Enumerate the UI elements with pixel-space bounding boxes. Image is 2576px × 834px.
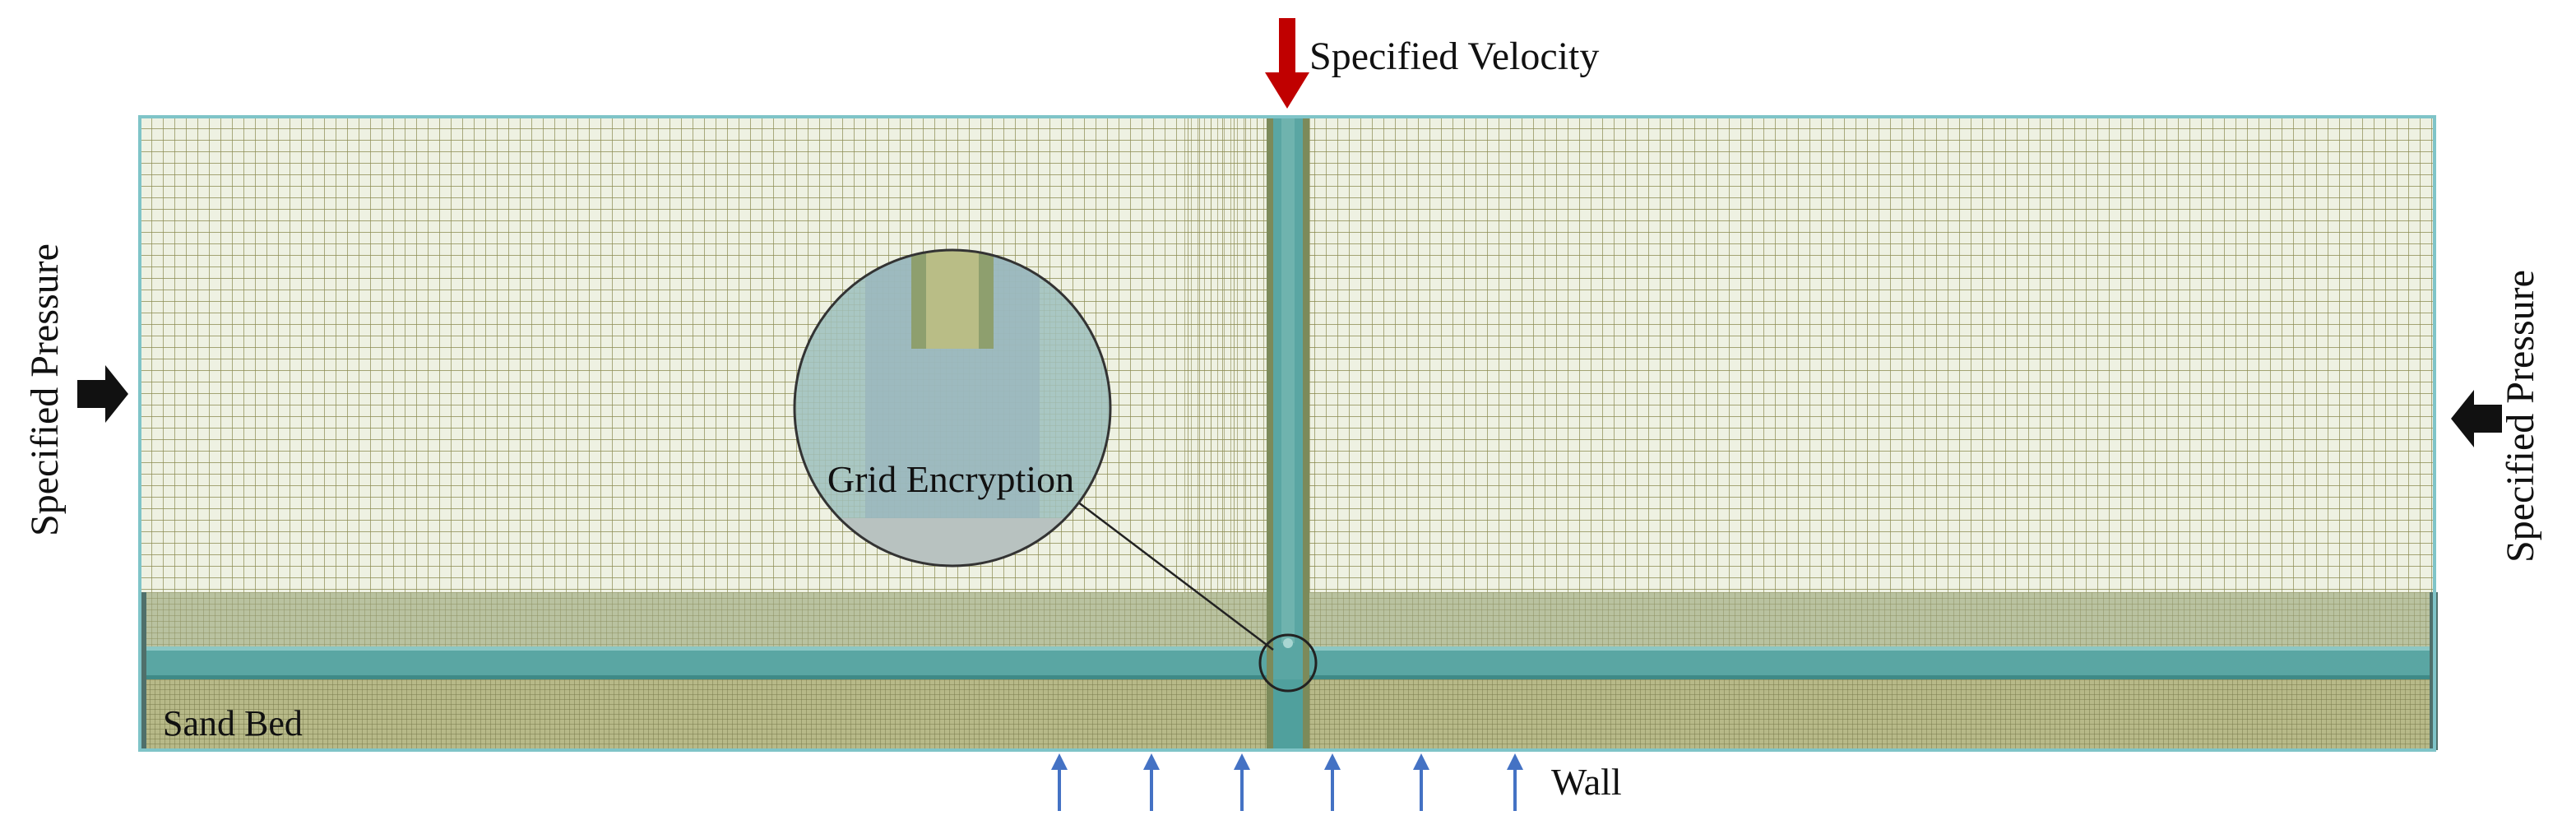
velocity-boundary: Specified Velocity xyxy=(1265,18,1599,109)
callout-leader-line xyxy=(1077,501,1274,651)
sand-bed-label: Sand Bed xyxy=(163,703,303,744)
right-pressure-boundary: Specified Pressure xyxy=(2451,270,2542,563)
wall-label: Wall xyxy=(1551,761,1622,803)
specified-velocity-label: Specified Velocity xyxy=(1309,35,1599,78)
zoom-magnifier-circle xyxy=(793,248,1112,568)
arrow-up-icon xyxy=(1324,753,1341,811)
arrow-down-icon xyxy=(1265,18,1309,109)
arrow-up-icon xyxy=(1507,753,1523,811)
left-specified-pressure-label: Specified Pressure xyxy=(23,243,67,536)
arrow-right-icon xyxy=(77,365,128,423)
mesh-domain xyxy=(138,115,2438,752)
left-pressure-boundary: Specified Pressure xyxy=(23,243,128,536)
arrow-left-icon xyxy=(2451,390,2502,447)
right-specified-pressure-label: Specified Pressure xyxy=(2499,270,2542,563)
arrow-up-icon xyxy=(1143,753,1160,811)
arrow-up-icon xyxy=(1051,753,1068,811)
zoom-target-circle xyxy=(1258,633,1318,693)
arrow-up-icon xyxy=(1413,753,1429,811)
zoom-callout: Grid Encryption xyxy=(793,248,1318,693)
domain-border xyxy=(138,115,2436,752)
wall-boundary: Wall xyxy=(1051,753,1622,811)
grid-encryption-label: Grid Encryption xyxy=(827,458,1074,500)
arrow-up-icon xyxy=(1234,753,1250,811)
